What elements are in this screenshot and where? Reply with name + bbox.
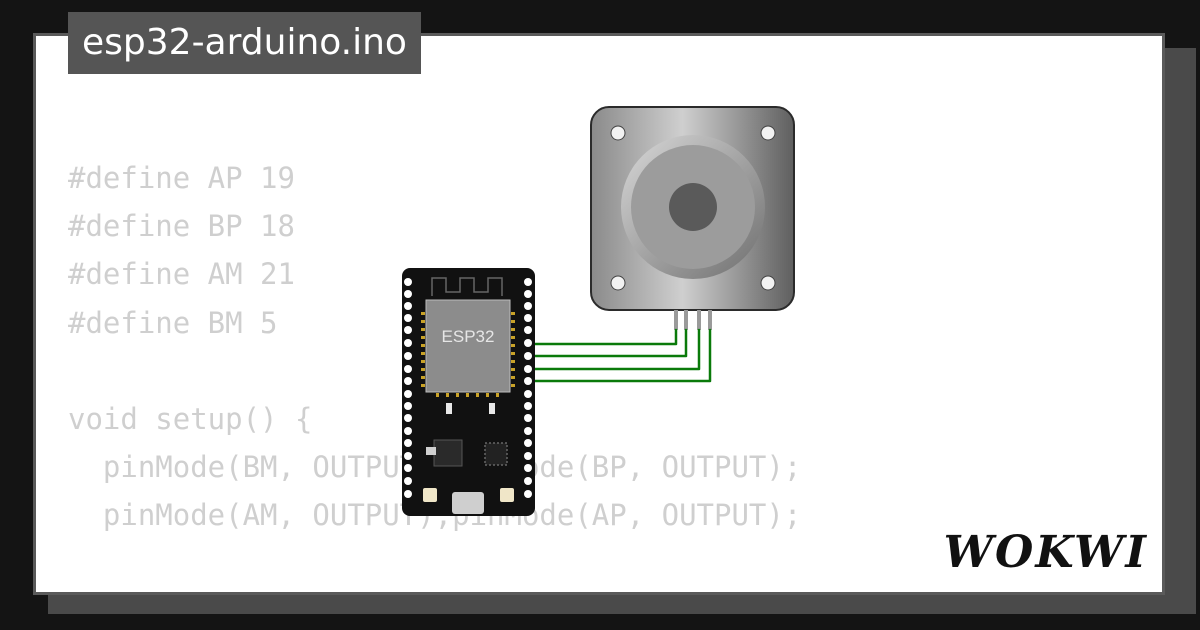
code-line: void setup() { bbox=[68, 401, 313, 436]
boot-button[interactable] bbox=[423, 488, 437, 502]
code-line: #define BP 18 bbox=[68, 209, 295, 244]
esp32-board[interactable]: ESP32 bbox=[402, 268, 535, 516]
code-line: #define BM 5 bbox=[68, 305, 278, 340]
wire-3 bbox=[526, 328, 701, 371]
wires bbox=[526, 328, 712, 383]
usb-port bbox=[452, 492, 484, 514]
code-editor: #define AP 19 #define BP 18 #define AM 21 #… bbox=[68, 154, 801, 592]
en-button[interactable] bbox=[500, 488, 514, 502]
stepper-motor[interactable] bbox=[590, 106, 795, 330]
board-label: ESP32 bbox=[442, 327, 495, 346]
file-title: esp32-arduino.ino bbox=[68, 12, 421, 74]
code-line: #define AM 21 bbox=[68, 257, 295, 292]
wire-2 bbox=[526, 328, 688, 358]
wire-1 bbox=[526, 328, 678, 346]
code-line: #define AP 19 bbox=[68, 161, 295, 195]
wire-4 bbox=[526, 328, 712, 383]
wokwi-logo: WOKWI bbox=[944, 527, 1148, 578]
logo-text: WOKWI bbox=[943, 527, 1148, 578]
